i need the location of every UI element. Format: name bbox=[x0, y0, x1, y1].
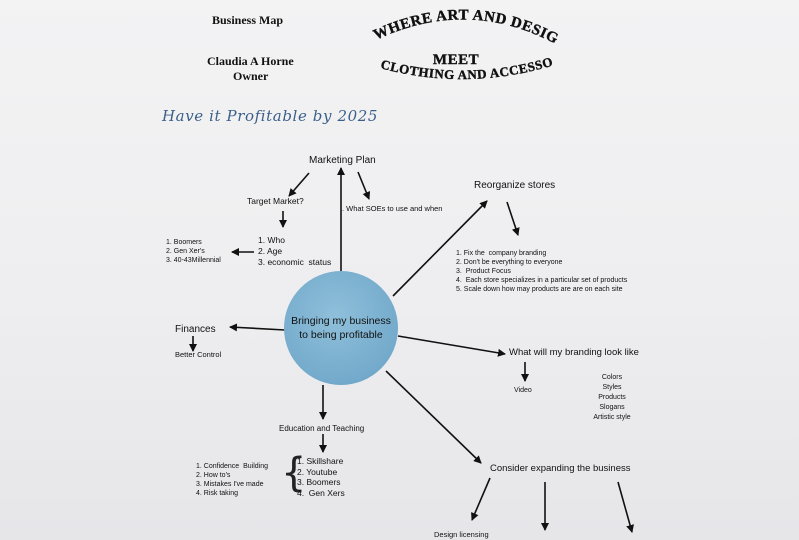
generations-list: 1. Boomers 2. Gen Xer's 3. 40-43Millenni… bbox=[166, 239, 221, 264]
goal-text: Have it Profitable by 2025 bbox=[162, 107, 379, 125]
soes-label: . What SOEs to use and when bbox=[342, 204, 443, 213]
finances-label: Finances bbox=[175, 324, 216, 335]
arrow-expand-right bbox=[617, 481, 634, 533]
target-market-label: Target Market? bbox=[247, 196, 304, 206]
design-licensing-label: Design licensing bbox=[434, 530, 489, 539]
arrow-expand-left bbox=[471, 477, 491, 521]
branding-label: What will my branding look like bbox=[509, 347, 639, 358]
arrow-to-reorganize-items bbox=[506, 201, 520, 236]
arrow-to-target-market bbox=[288, 172, 310, 197]
owner-name: Claudia A Horne bbox=[207, 54, 294, 68]
owner-role: Owner bbox=[233, 69, 269, 83]
arrow-to-soes bbox=[357, 171, 371, 200]
reorganize-stores-label: Reorganize stores bbox=[474, 180, 556, 191]
marketing-plan-label: Marketing Plan bbox=[309, 155, 376, 166]
arrow-to-expanding bbox=[385, 370, 482, 464]
center-node: Bringing my business to being profitable bbox=[284, 271, 398, 385]
arrow-to-branding bbox=[397, 335, 506, 357]
expanding-label: Consider expanding the business bbox=[490, 463, 631, 474]
slogan-line-2: MEET bbox=[433, 52, 479, 68]
platforms-list: 1. Skillshare 2. Youtube 3. Boomers 4. G… bbox=[297, 456, 345, 498]
platforms-brace: { bbox=[281, 450, 307, 496]
arrow-to-finances bbox=[229, 323, 286, 332]
slogan-logo: WHERE ART AND DESIGN MEET CLOTHING AND A… bbox=[370, 2, 561, 82]
arrow-to-reorganize bbox=[392, 200, 488, 297]
map-title: Business Map bbox=[212, 13, 284, 27]
center-label: Bringing my business to being profitable bbox=[291, 315, 391, 341]
video-label: Video bbox=[514, 387, 532, 394]
better-control-label: Better Control bbox=[175, 350, 222, 359]
topics-list: 1. Confidence Building 2. How to's 3. Mi… bbox=[196, 463, 268, 497]
reorganize-items: 1. Fix the company branding 2. Don't be … bbox=[456, 250, 628, 293]
who-list: 1. Who 2. Age 3. economic status bbox=[258, 235, 332, 267]
branding-items: Colors Styles Products Slogans Artistic … bbox=[593, 374, 631, 421]
education-label: Education and Teaching bbox=[279, 424, 365, 433]
